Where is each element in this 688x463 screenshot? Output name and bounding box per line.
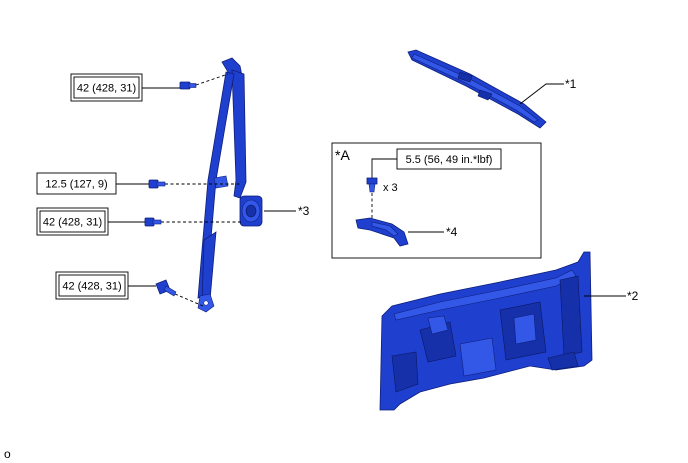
detail-a-panel: *A 5.5 (56, 49 in.*lbf) x 3 *4 [331,142,542,259]
torque-label: 42 (428, 31) [43,217,102,229]
torque-spec-box: 42 (428, 31) [36,207,109,236]
bolt-icon [144,217,162,227]
clip-bracket [355,217,409,247]
bolt-icon [148,179,166,189]
callout-3: *3 [298,204,310,218]
torque-spec-box: 42 (428, 31) [70,73,143,102]
screw-icon [366,177,378,193]
torque-label: 5.5 (56, 49 in.*lbf) [406,154,493,166]
retractor [239,195,263,227]
bolt-icon [179,81,197,90]
footer-mark: o [4,447,11,461]
torque-label: 12.5 (127, 9) [45,179,107,191]
quarter-inner-panel [379,251,593,411]
torque-label: 42 (428, 31) [62,281,121,293]
torque-spec-box: 42 (428, 31) [55,271,129,300]
callout-1: *1 [565,77,577,91]
roof-side-trim-strip [407,49,547,129]
torque-label: 42 (428, 31) [77,83,136,95]
quantity-label: x 3 [383,182,398,194]
bolt-icon [155,279,177,297]
detail-a-label: *A [335,147,350,163]
callout-2: *2 [627,289,639,303]
torque-spec-box: 12.5 (127, 9) [36,172,117,195]
seat-belt-assembly [197,57,263,313]
callout-4: *4 [446,225,458,239]
